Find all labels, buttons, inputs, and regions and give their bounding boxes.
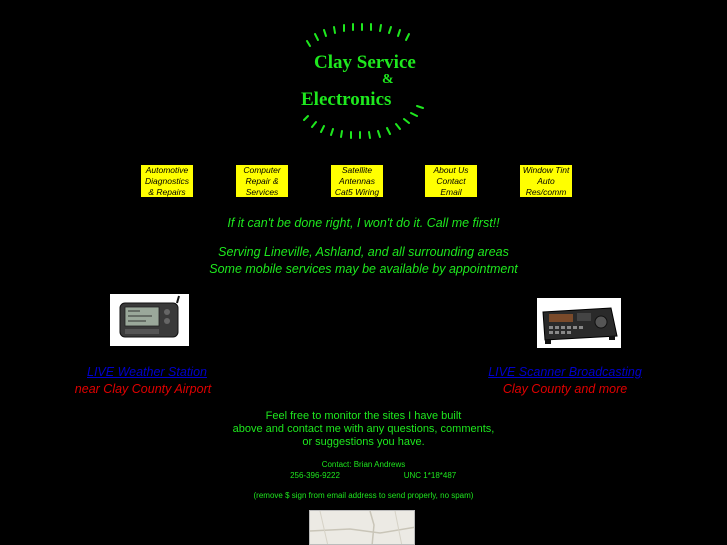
nav-automotive-button[interactable]: Automotive Diagnostics & Repairs <box>141 165 193 197</box>
tagline: If it can't be done right, I won't do it… <box>227 216 500 230</box>
map-image[interactable] <box>309 510 415 545</box>
nav-computer-button[interactable]: Computer Repair & Services <box>236 165 288 197</box>
email-spam-note: (remove $ sign from email address to sen… <box>253 491 474 500</box>
weather-station-link[interactable]: LIVE Weather Station <box>87 365 207 379</box>
nav-window-tint-button[interactable]: Window Tint Auto Res/comm <box>520 165 572 197</box>
scanner-broadcast-coverage: Clay County and more <box>502 382 628 396</box>
logo-ampersand: & <box>382 72 394 87</box>
nav-computer-line-1: Computer <box>243 165 281 175</box>
nav-automotive-line-1: Automotive <box>145 165 189 175</box>
map-roads-icon <box>310 511 414 544</box>
nav-satellite-button[interactable]: Satellite Antennas Cat5 Wiring <box>331 165 383 197</box>
nav-window-tint-line-1: Window Tint <box>522 165 570 175</box>
nav-satellite-line-1: Satellite <box>341 165 373 175</box>
logo-dial-marks <box>303 23 424 139</box>
logo-line-1: Clay Service <box>314 52 416 73</box>
nav-satellite-line-3: Cat5 Wiring <box>334 187 380 197</box>
nav-about-line-1: About Us <box>433 165 469 175</box>
nav-automotive-line-2: Diagnostics <box>145 176 189 186</box>
scanner-radio-icon <box>537 298 621 348</box>
weather-station-image[interactable] <box>110 294 189 346</box>
message-line-1: Feel free to monitor the sites I have bu… <box>265 410 462 422</box>
logo-line-2: Electronics <box>301 89 391 110</box>
nav-computer-line-2: Repair & <box>245 176 279 186</box>
mobile-service-text: Some mobile services may be available by… <box>209 262 518 276</box>
nav-computer-line-3: Services <box>245 187 279 197</box>
scanner-broadcast-link[interactable]: LIVE Scanner Broadcasting <box>488 365 642 379</box>
nav-window-tint-line-3: Res/comm <box>525 187 567 197</box>
nav-about-line-2: Contact <box>436 176 466 186</box>
message-line-3: or suggestions you have. <box>302 436 425 448</box>
message-line-2: above and contact me with any questions,… <box>232 423 495 435</box>
nav-about-button[interactable]: About Us Contact Email <box>425 165 477 197</box>
weather-station-location: near Clay County Airport <box>74 382 212 396</box>
contact-name: Contact: Brian Andrews <box>321 460 406 469</box>
service-area-text: Serving Lineville, Ashland, and all surr… <box>218 245 509 259</box>
nav-satellite-line-2: Antennas <box>339 176 375 186</box>
nav-window-tint-line-2: Auto <box>537 176 555 186</box>
company-logo: Clay Service & Electronics <box>301 23 424 139</box>
contact-phone: 256-396-9222 <box>290 471 340 480</box>
nav-automotive-line-3: & Repairs <box>148 187 186 197</box>
contact-unc: UNC 1*18*487 <box>403 471 457 480</box>
scanner-image[interactable] <box>537 298 621 348</box>
nav-about-line-3: Email <box>440 187 462 197</box>
weather-station-device-icon <box>110 294 189 346</box>
